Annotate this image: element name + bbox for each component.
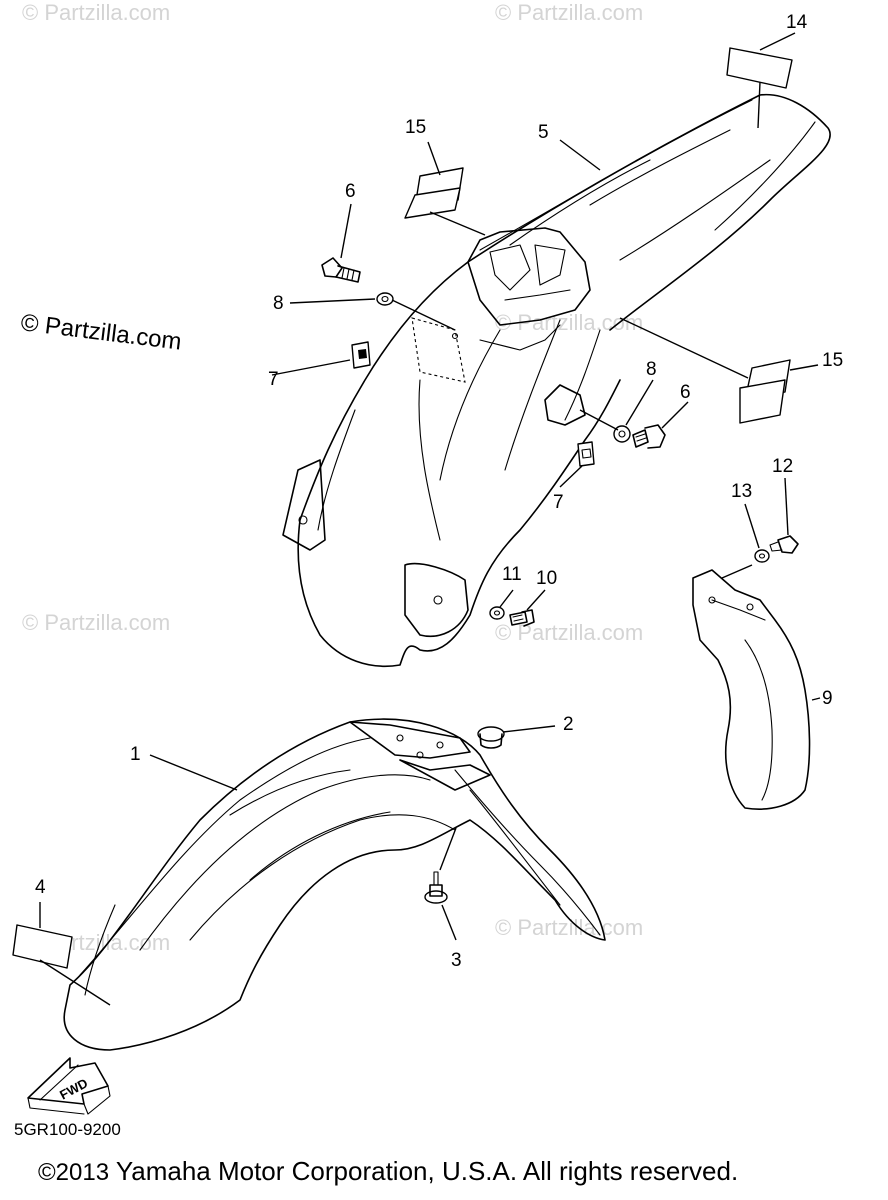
bolt-3 [424, 871, 448, 904]
copyright-footer: ©2013 Yamaha Motor Corporation, U.S.A. A… [38, 1156, 738, 1187]
bolt-6-right [632, 424, 666, 449]
callout-7-upper: 7 [268, 369, 279, 390]
callout-9: 9 [822, 688, 833, 709]
watermark-text: © Partzilla.com [495, 0, 643, 25]
callout-1: 1 [130, 744, 141, 765]
copyright-text: Yamaha Motor Corporation, U.S.A. All rig… [109, 1156, 739, 1186]
callout-7-right: 7 [553, 492, 564, 513]
callout-labels: 1 2 3 4 5 6 6 7 7 8 8 9 10 11 12 13 14 1… [35, 12, 843, 971]
callout-11: 11 [502, 564, 522, 585]
rear-fender [282, 93, 831, 667]
watermark-dark: © Partzilla.com [19, 309, 183, 356]
callout-2: 2 [563, 714, 574, 735]
callout-10: 10 [536, 568, 557, 589]
forward-arrow: FWD [27, 1057, 111, 1115]
decal-4 [12, 924, 73, 969]
collar-8-upper [376, 292, 394, 306]
screw-12 [769, 535, 799, 554]
watermark-text: © Partzilla.com [22, 610, 170, 635]
copyright-year: ©2013 [38, 1159, 110, 1186]
decal-15-left [404, 167, 464, 219]
nut-7-upper [351, 341, 371, 369]
callout-6-upper: 6 [345, 181, 356, 202]
washer-13 [754, 549, 770, 563]
nut-7-right [577, 441, 595, 467]
decal-14 [726, 47, 793, 89]
mud-flap [692, 569, 811, 810]
leader-lines [39, 32, 821, 1006]
diagram-code: 5GR100-9200 [14, 1120, 121, 1139]
callout-6-right: 6 [680, 382, 691, 403]
callout-14: 14 [786, 12, 808, 33]
callout-8-upper: 8 [273, 293, 284, 314]
grommet-2 [477, 726, 505, 749]
collar-11 [489, 606, 505, 620]
front-fender [63, 718, 606, 1051]
callout-5: 5 [538, 122, 549, 143]
bolt-6-upper [321, 257, 361, 283]
watermark-text: © Partzilla.com [22, 0, 170, 25]
callout-8-right: 8 [646, 359, 657, 380]
callout-3: 3 [451, 950, 462, 971]
callout-12: 12 [772, 456, 793, 477]
callout-15-right: 15 [822, 350, 843, 371]
callout-15-upper: 15 [405, 117, 426, 138]
callout-4: 4 [35, 877, 46, 898]
callout-13: 13 [731, 481, 752, 502]
bolt-10 [509, 609, 535, 627]
decal-15-right [739, 359, 791, 424]
